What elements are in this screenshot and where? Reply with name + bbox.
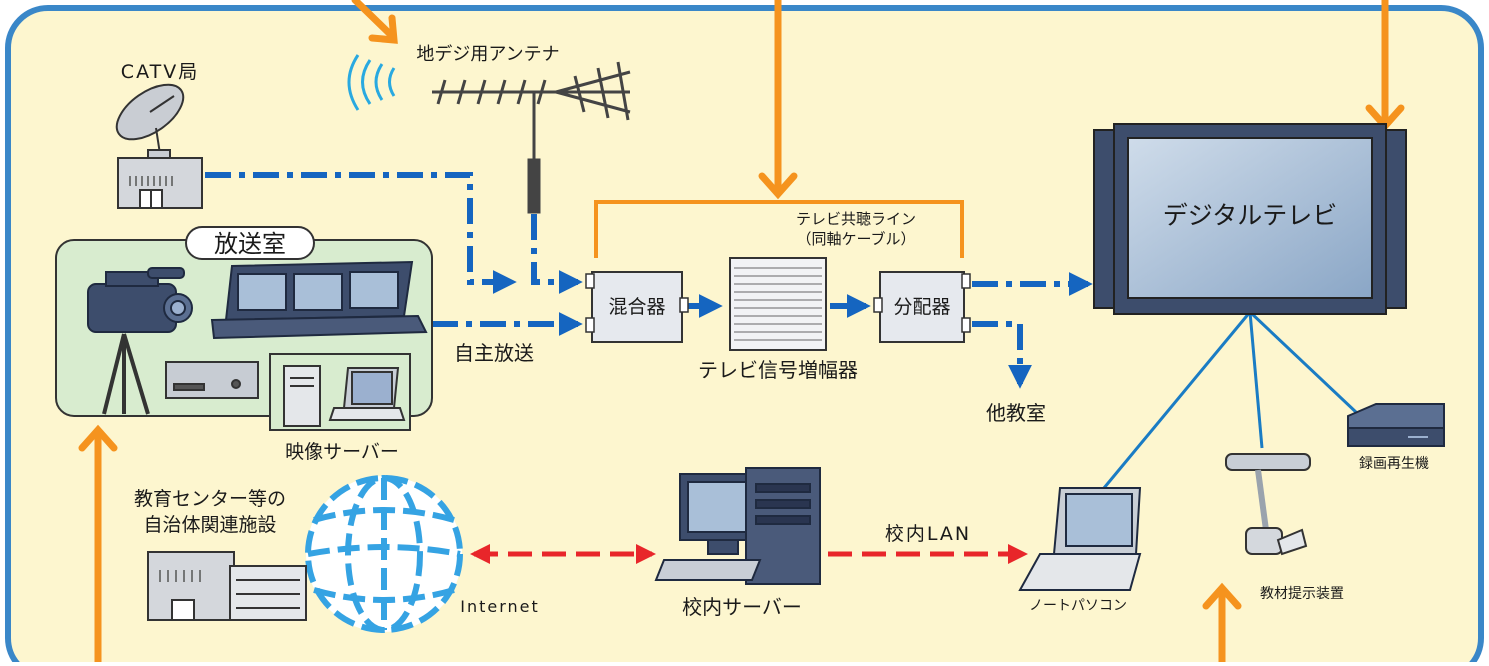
tv-connection-lines bbox=[1102, 310, 1360, 489]
distributor: 分配器 bbox=[873, 271, 971, 343]
wave-icon bbox=[347, 54, 396, 111]
facility-label-2: 自治体関連施設 bbox=[143, 514, 276, 536]
antenna: 地デジ用アンテナ bbox=[347, 44, 631, 214]
shared-line-label-1: テレビ共聴ライン bbox=[796, 210, 916, 228]
antenna-icon bbox=[432, 61, 631, 214]
self-broadcast-label: 自主放送 bbox=[454, 341, 534, 365]
blue-signal-lines bbox=[205, 172, 1093, 389]
mixer: 混合器 bbox=[585, 271, 689, 343]
shared-line-label-2: （同軸ケーブル） bbox=[796, 230, 915, 248]
shared-line-bracket bbox=[594, 200, 964, 258]
deck-icon bbox=[165, 361, 259, 399]
internet-label: Internet bbox=[460, 597, 540, 616]
catv-label: CATV局 bbox=[121, 61, 199, 83]
antenna-label: 地デジ用アンテナ bbox=[416, 44, 559, 65]
broadcast-room-label: 放送室 bbox=[214, 230, 286, 258]
orange-arrows bbox=[78, 0, 1405, 666]
recorder-icon bbox=[1347, 403, 1445, 447]
digital-tv-label: デジタルテレビ bbox=[1163, 201, 1338, 230]
document-camera-icon bbox=[1225, 453, 1311, 556]
tripod-icon bbox=[102, 333, 150, 415]
recorder-label: 録画再生機 bbox=[1359, 456, 1429, 472]
school-lan-label: 校内LAN bbox=[885, 523, 971, 545]
other-classroom-label: 他教室 bbox=[986, 401, 1046, 425]
tower-pc-icon bbox=[283, 365, 321, 427]
facility-label-1: 教育センター等の bbox=[134, 488, 286, 510]
laptop-icon bbox=[328, 367, 406, 421]
distributor-label: 分配器 bbox=[893, 296, 950, 318]
broadcast-room: 放送室 bbox=[55, 226, 433, 463]
building-icon bbox=[117, 157, 203, 209]
school-server-label: 校内サーバー bbox=[682, 595, 802, 619]
video-camera-icon bbox=[87, 267, 193, 333]
building-icon bbox=[147, 551, 307, 621]
digital-tv: デジタルテレビ bbox=[1093, 123, 1407, 315]
mixer-label: 混合器 bbox=[608, 296, 665, 318]
laptop-icon bbox=[1018, 487, 1142, 591]
laptop-label: ノートパソコン bbox=[1029, 598, 1127, 614]
amplifier-label: テレビ信号増幅器 bbox=[698, 358, 858, 382]
catv-station: CATV局 bbox=[115, 61, 203, 209]
satellite-dish-icon bbox=[115, 83, 185, 161]
document-camera-label: 教材提示装置 bbox=[1260, 586, 1344, 602]
globe-icon bbox=[305, 475, 463, 633]
mixing-console-icon bbox=[210, 260, 428, 340]
video-server-label: 映像サーバー bbox=[285, 441, 399, 463]
desktop-pc-icon bbox=[654, 467, 821, 585]
amplifier: テレビ信号増幅器 bbox=[698, 257, 858, 382]
room-title-badge bbox=[185, 226, 315, 260]
